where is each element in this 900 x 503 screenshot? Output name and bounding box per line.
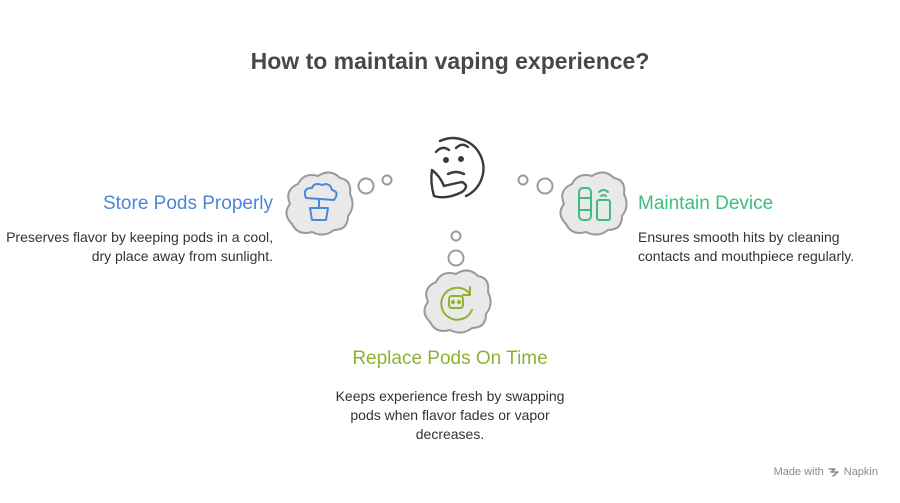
napkin-logo-icon bbox=[828, 468, 839, 477]
thinking-face-icon bbox=[430, 136, 485, 199]
robot-refresh-icon bbox=[440, 286, 473, 321]
vape-device-icon bbox=[578, 187, 611, 221]
replace-pods-heading: Replace Pods On Time bbox=[352, 348, 548, 369]
thought-dots-right bbox=[517, 174, 554, 195]
plant-pot-icon bbox=[303, 183, 338, 221]
napkin-brand-label: Napkin bbox=[843, 466, 878, 478]
cloud-store bbox=[285, 171, 354, 236]
page-title: How to maintain vaping experience? bbox=[250, 48, 650, 74]
maintain-device-heading: Maintain Device bbox=[638, 193, 774, 214]
thought-dots-bottom bbox=[447, 230, 465, 267]
replace-pods-description: Keeps experience fresh by swapping pods … bbox=[335, 388, 565, 442]
store-pods-heading: Store Pods Properly bbox=[102, 193, 273, 214]
maintain-device-description: Ensures smooth hits by cleaning contacts… bbox=[638, 229, 855, 264]
cloud-replace bbox=[423, 269, 492, 334]
made-with-label: Made with bbox=[773, 466, 824, 478]
store-pods-description: Preserves flavor by keeping pods in a co… bbox=[6, 229, 273, 264]
thought-dots-left bbox=[357, 174, 393, 195]
cloud-maintain bbox=[559, 171, 628, 236]
napkin-watermark[interactable]: Made with Napkin bbox=[774, 466, 878, 478]
